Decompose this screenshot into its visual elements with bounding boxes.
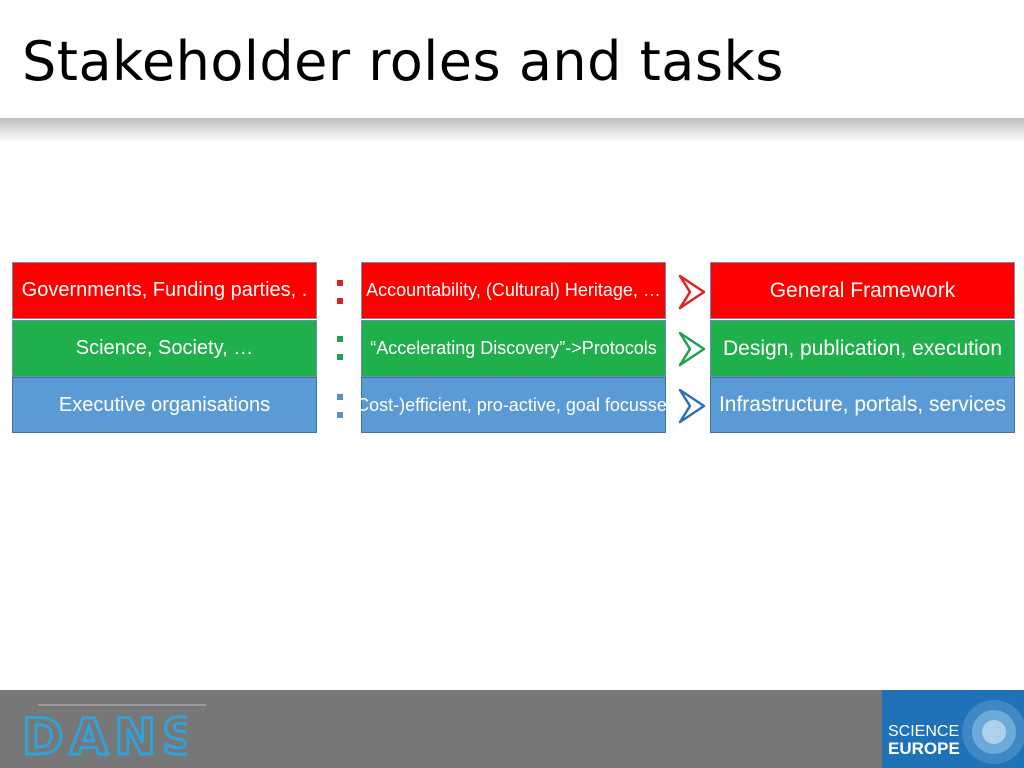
colon-dot bbox=[337, 412, 343, 418]
dans-logo: DANS bbox=[22, 708, 187, 760]
colon-dot bbox=[337, 394, 343, 400]
science-europe-logo: SCIENCE EUROPE bbox=[882, 690, 1024, 768]
footer-bar bbox=[0, 690, 1024, 768]
arrowhead-green-icon bbox=[678, 331, 706, 367]
stakeholder-box-executive: Executive organisations bbox=[12, 377, 317, 433]
dans-logo-text: DANS bbox=[22, 708, 187, 760]
arrowhead-red-icon bbox=[678, 274, 706, 310]
task-box-design: Design, publication, execution bbox=[710, 320, 1015, 377]
colon-dot bbox=[337, 336, 343, 342]
role-box-accelerating: “Accelerating Discovery”->Protocols bbox=[361, 320, 666, 377]
arrowhead-blue-icon bbox=[678, 388, 706, 424]
stakeholder-box-governments: Governments, Funding parties, . bbox=[12, 262, 317, 319]
title-bar: Stakeholder roles and tasks bbox=[0, 0, 1024, 118]
colon-green-icon bbox=[330, 328, 350, 368]
science-europe-line1: SCIENCE bbox=[888, 723, 960, 740]
science-europe-line2: EUROPE bbox=[888, 739, 960, 758]
dans-tagline-decoration bbox=[38, 704, 206, 706]
colon-blue-icon bbox=[330, 386, 350, 426]
globe-icon bbox=[962, 700, 1024, 764]
slide-title: Stakeholder roles and tasks bbox=[22, 30, 784, 93]
role-box-accountability: Accountability, (Cultural) Heritage, … bbox=[361, 262, 666, 319]
colon-dot bbox=[337, 298, 343, 304]
colon-red-icon bbox=[330, 272, 350, 312]
task-box-general-framework: General Framework bbox=[710, 262, 1015, 319]
task-box-infrastructure: Infrastructure, portals, services bbox=[710, 377, 1015, 433]
colon-dot bbox=[337, 280, 343, 286]
colon-dot bbox=[337, 354, 343, 360]
role-box-efficient: (Cost-)efficient, pro-active, goal focus… bbox=[350, 377, 677, 433]
title-shadow bbox=[0, 118, 1024, 142]
stakeholder-box-science: Science, Society, … bbox=[12, 320, 317, 377]
